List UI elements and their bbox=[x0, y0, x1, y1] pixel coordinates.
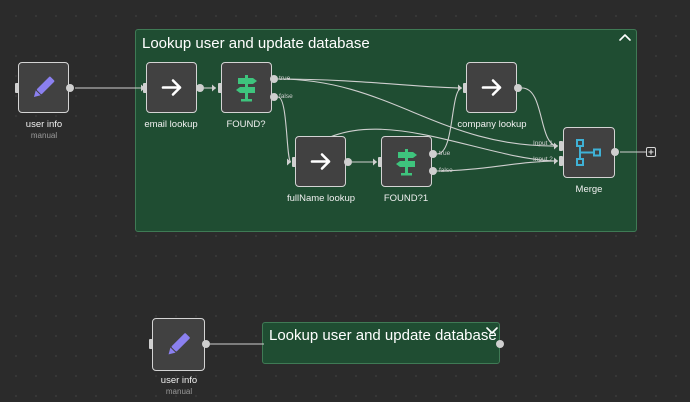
collapsed-group-output-handle[interactable] bbox=[496, 340, 504, 348]
signpost-icon bbox=[396, 149, 417, 176]
input-handle[interactable] bbox=[15, 83, 19, 93]
port-label-true: true bbox=[439, 150, 451, 157]
input-handle[interactable] bbox=[218, 83, 222, 93]
node-label: company lookup bbox=[457, 119, 527, 130]
output-handle[interactable] bbox=[202, 340, 210, 348]
signpost-icon bbox=[236, 75, 257, 102]
output-handle[interactable] bbox=[514, 84, 522, 92]
output-handle-true[interactable] bbox=[270, 75, 278, 83]
user-info-node[interactable] bbox=[18, 62, 69, 113]
output-handle[interactable] bbox=[196, 84, 204, 92]
user-info-node-bottom[interactable] bbox=[152, 318, 205, 371]
node-label: Merge bbox=[575, 184, 603, 195]
arrow-right-icon bbox=[310, 153, 331, 170]
node-label: user info bbox=[160, 375, 198, 386]
email-lookup-node[interactable] bbox=[146, 62, 197, 113]
input-handle-1[interactable] bbox=[559, 141, 563, 151]
company-lookup-node[interactable] bbox=[466, 62, 517, 113]
node-subtitle: manual bbox=[165, 387, 193, 396]
chevron-down-icon[interactable] bbox=[484, 323, 500, 335]
pencil-icon bbox=[168, 333, 190, 355]
input-handle[interactable] bbox=[143, 83, 147, 93]
output-handle[interactable] bbox=[611, 148, 619, 156]
pencil-icon bbox=[33, 76, 55, 98]
arrow-right-icon bbox=[161, 79, 182, 96]
group-title: Lookup user and update database bbox=[142, 35, 370, 52]
port-label-false: false bbox=[439, 167, 453, 174]
input-handle[interactable] bbox=[292, 157, 296, 167]
found-if-node[interactable] bbox=[221, 62, 272, 113]
plus-icon[interactable] bbox=[646, 147, 656, 157]
input-handle[interactable] bbox=[463, 83, 467, 93]
port-label-input-1: Input 1 bbox=[533, 140, 553, 147]
arrow-right-icon bbox=[481, 79, 502, 96]
output-handle[interactable] bbox=[344, 158, 352, 166]
node-label: FOUND? bbox=[226, 119, 266, 130]
collapsed-group-title: Lookup user and update database bbox=[269, 327, 497, 344]
input-handle[interactable] bbox=[378, 157, 382, 167]
output-handle-false[interactable] bbox=[270, 93, 278, 101]
fullname-lookup-node[interactable] bbox=[295, 136, 346, 187]
node-label: FOUND?1 bbox=[383, 193, 429, 204]
input-handle-2[interactable] bbox=[559, 156, 563, 166]
merge-node[interactable] bbox=[563, 127, 615, 178]
output-handle[interactable] bbox=[66, 84, 74, 92]
node-label: user info bbox=[25, 119, 63, 130]
merge-icon bbox=[576, 139, 601, 166]
input-handle[interactable] bbox=[149, 339, 153, 349]
port-label-false: false bbox=[279, 93, 293, 100]
output-handle-false[interactable] bbox=[429, 167, 437, 175]
node-subtitle: manual bbox=[30, 131, 58, 140]
found1-if-node[interactable] bbox=[381, 136, 432, 187]
chevron-up-icon[interactable] bbox=[617, 31, 633, 43]
output-handle-true[interactable] bbox=[429, 150, 437, 158]
port-label-true: true bbox=[279, 75, 291, 82]
node-label: fullName lookup bbox=[286, 193, 356, 204]
port-label-input-2: Input 2 bbox=[533, 156, 553, 163]
node-label: email lookup bbox=[144, 119, 198, 130]
collapsed-group-node[interactable] bbox=[262, 322, 500, 364]
